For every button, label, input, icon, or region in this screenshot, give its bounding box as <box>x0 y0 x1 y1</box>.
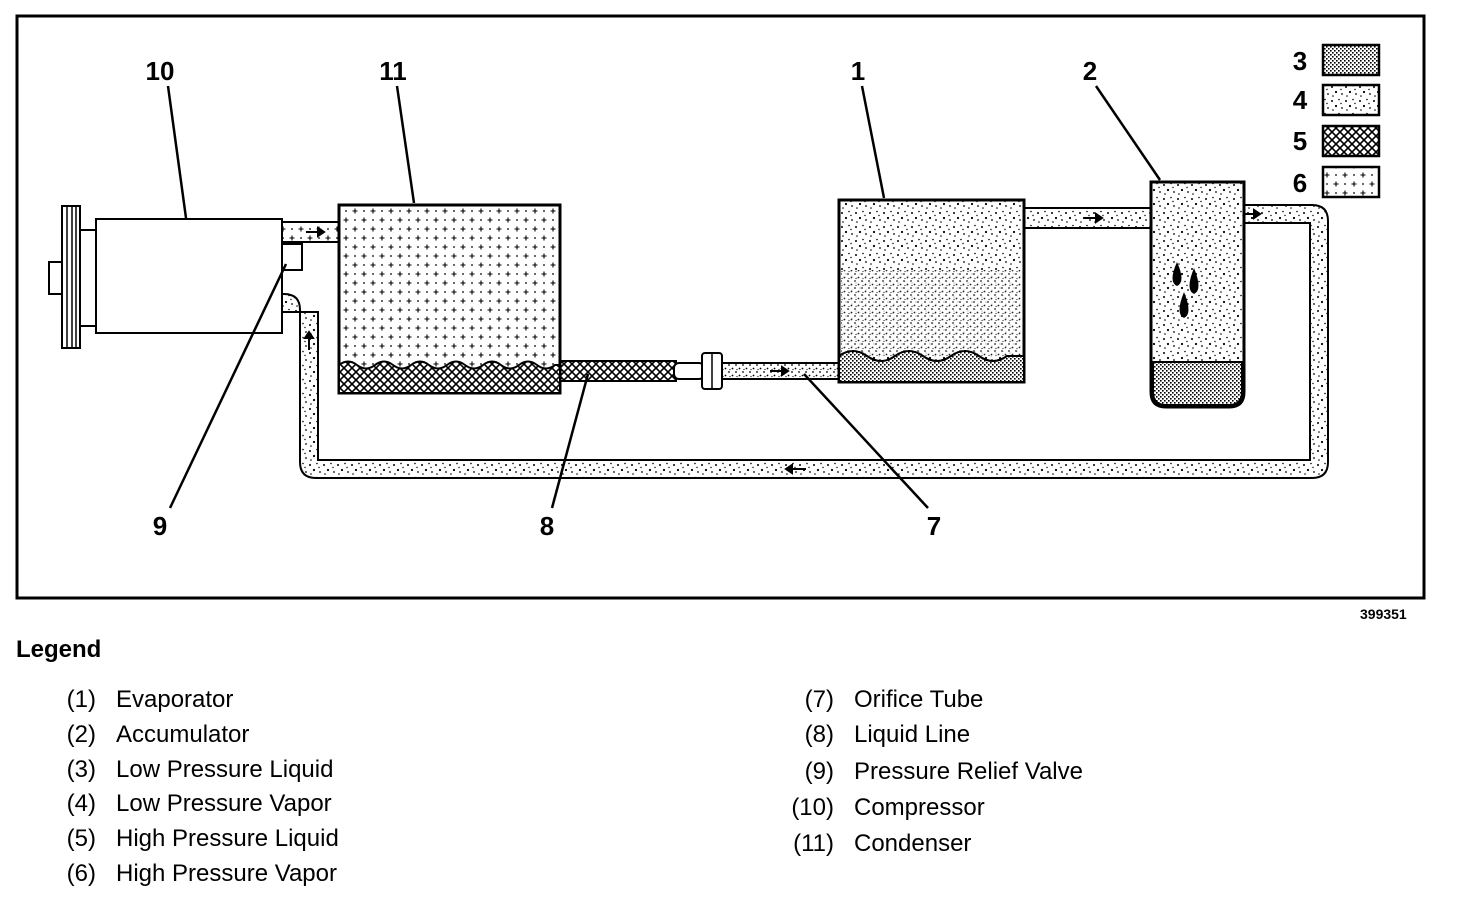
accumulator <box>1149 180 1246 409</box>
legend-label: Orifice Tube <box>854 686 984 713</box>
key-swatch-high-pressure-vapor <box>1321 165 1381 199</box>
legend-label: Low Pressure Liquid <box>116 756 334 783</box>
callout-9: 9 <box>153 511 167 541</box>
legend-item-liquid-line: (8) Liquid Line <box>774 720 970 750</box>
legend-item-pressure-relief-valve: (9) Pressure Relief Valve <box>774 757 1083 787</box>
evaporator <box>837 198 1026 384</box>
key-number-4: 4 <box>1293 85 1308 115</box>
legend-item-orifice-tube: (7) Orifice Tube <box>774 685 984 715</box>
legend-number: (2) <box>66 721 96 748</box>
legend-label: Accumulator <box>116 721 250 748</box>
legend-item-high-pressure-liquid: (5) High Pressure Liquid <box>36 824 339 854</box>
callout-1: 1 <box>851 56 865 86</box>
legend-number: (10) <box>791 794 834 821</box>
callout-10: 10 <box>146 56 175 86</box>
pressure-relief-valve <box>281 243 303 271</box>
key-number-6: 6 <box>1293 168 1307 198</box>
callout-2: 2 <box>1083 56 1097 86</box>
condenser <box>337 203 562 395</box>
legend-label: High Pressure Vapor <box>116 860 337 887</box>
legend-label: Low Pressure Vapor <box>116 790 332 817</box>
suction-return-line <box>281 204 1329 479</box>
legend-number: (4) <box>66 790 96 817</box>
legend-number: (8) <box>804 721 834 748</box>
legend-item-accumulator: (2) Accumulator <box>36 720 250 750</box>
legend-number: (6) <box>66 860 96 887</box>
compressor <box>48 205 303 349</box>
legend-item-low-pressure-vapor: (4) Low Pressure Vapor <box>36 789 332 819</box>
legend-number: (11) <box>793 830 834 857</box>
legend-label: Condenser <box>854 830 972 857</box>
callout-7: 7 <box>927 511 941 541</box>
legend-label: Compressor <box>854 794 985 821</box>
legend-title: Legend <box>16 636 102 663</box>
key-number-3: 3 <box>1293 46 1307 76</box>
diagram-border <box>15 14 1426 600</box>
legend-item-low-pressure-liquid: (3) Low Pressure Liquid <box>36 755 334 785</box>
legend-number: (1) <box>66 686 96 713</box>
legend-label: Pressure Relief Valve <box>854 758 1083 785</box>
callout-8: 8 <box>540 511 554 541</box>
legend-item-condenser: (11) Condenser <box>774 829 971 859</box>
key-swatch-low-pressure-liquid <box>1321 43 1381 77</box>
leader-lines <box>166 85 1162 509</box>
legend-label: Liquid Line <box>854 721 971 748</box>
legend-label: High Pressure Liquid <box>116 825 339 852</box>
refrigerant-circuit-diagram: 3 4 5 6 10 11 1 2 9 8 7 <box>15 14 1426 600</box>
key-swatch-low-pressure-vapor <box>1321 83 1381 117</box>
pattern-key: 3 4 5 6 <box>1293 43 1381 199</box>
callout-11: 11 <box>379 56 407 86</box>
legend-label: Evaporator <box>116 686 234 713</box>
legend-item-compressor: (10) Compressor <box>774 793 985 823</box>
legend-number: (9) <box>804 758 834 785</box>
liquid-line <box>559 360 677 382</box>
figure-id: 399351 <box>1360 606 1407 622</box>
key-swatch-high-pressure-liquid <box>1321 124 1381 158</box>
legend-item-evaporator: (1) Evaporator <box>36 685 234 715</box>
legend-item-high-pressure-vapor: (6) High Pressure Vapor <box>36 859 337 889</box>
legend-number: (7) <box>804 686 834 713</box>
key-number-5: 5 <box>1293 126 1307 156</box>
legend-number: (3) <box>66 756 96 783</box>
legend-number: (5) <box>66 825 96 852</box>
orifice-tube-body <box>673 362 705 380</box>
